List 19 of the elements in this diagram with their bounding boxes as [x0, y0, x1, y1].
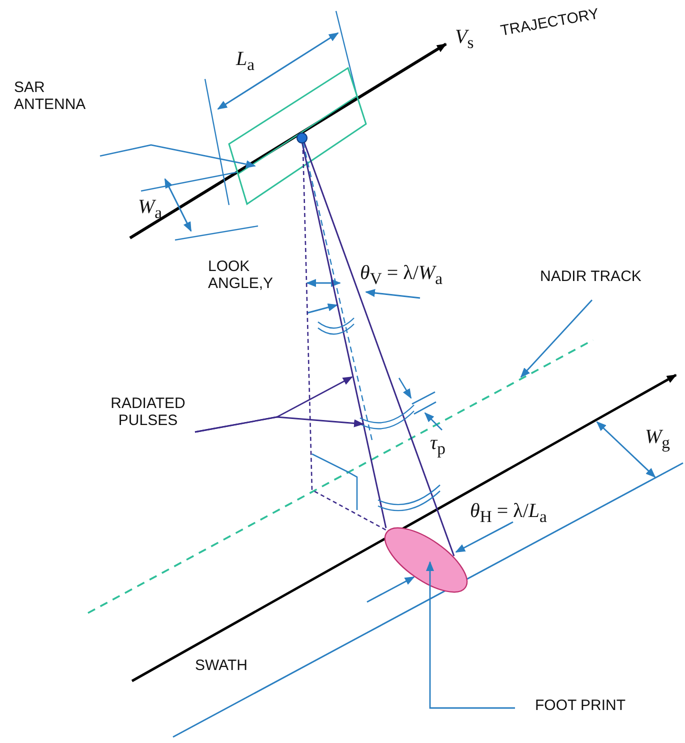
formula-label: θ$_{V}$ = λ/W$_{a}$ — [360, 262, 442, 288]
dimension-label: τ$_{p}$ — [430, 432, 446, 458]
velocity-symbol: V$_{s}$ — [455, 26, 474, 52]
callout-label: RADIATED PULSES — [98, 395, 198, 430]
dimension-label: L$_{a}$ — [236, 48, 255, 74]
leader-line — [520, 300, 593, 378]
formula-label: θ$_{H}$ = λ/L$_{a}$ — [470, 500, 547, 526]
leader-line — [100, 144, 256, 168]
leader-line — [194, 416, 364, 433]
dimension-label: W$_{a}$ — [138, 196, 162, 222]
dimension-label: W$_{g}$ — [645, 426, 670, 452]
angle-label: LOOK ANGLE,Y — [208, 258, 274, 292]
swath-label: SWATH — [195, 657, 248, 674]
callout-label: NADIR TRACK — [540, 268, 642, 286]
footprint-ellipse — [384, 527, 468, 593]
callout-label: SAR ANTENNA — [14, 79, 104, 114]
callout-label: FOOT PRINT — [535, 697, 626, 714]
leader-line — [426, 561, 515, 709]
radar-beam — [301, 142, 455, 556]
